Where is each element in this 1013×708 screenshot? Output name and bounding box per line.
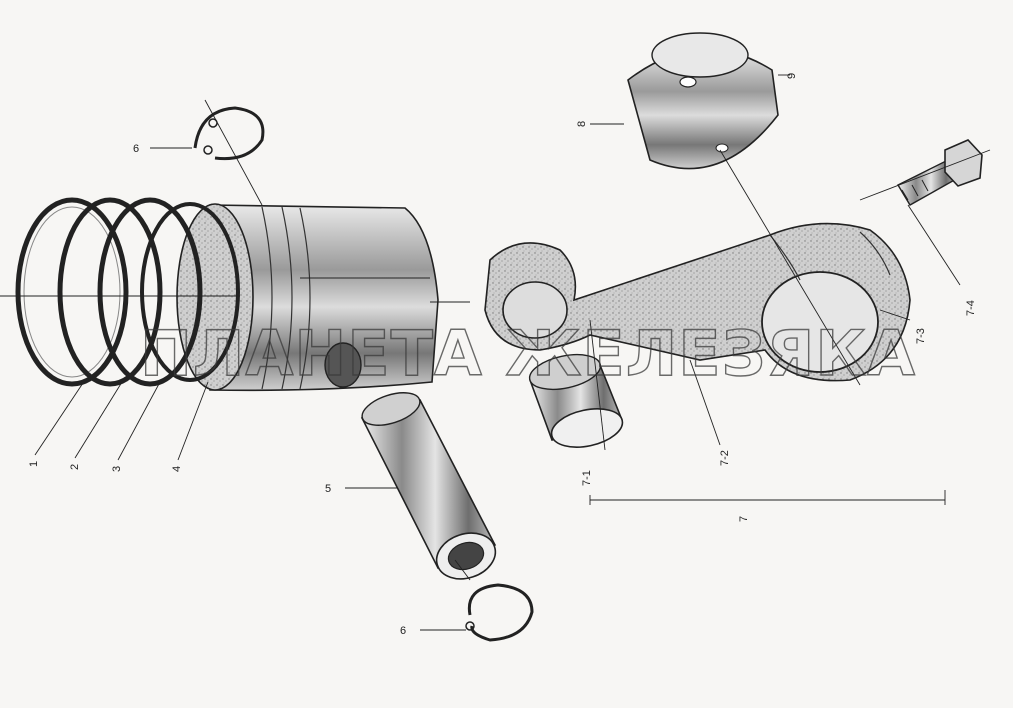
- circlip-bottom: [465, 585, 532, 640]
- rod-bushing: [526, 349, 625, 453]
- connecting-rod: [485, 224, 910, 381]
- ring-3: [100, 200, 200, 384]
- bearing-tab: [680, 77, 696, 87]
- callout-ring-2: 2: [69, 464, 81, 470]
- ring-1: [18, 200, 126, 384]
- ring-2: [60, 200, 160, 384]
- callout-bearing-tab: 9: [786, 73, 798, 79]
- big-end-bore: [762, 272, 878, 372]
- callout-rod-assembly: 7: [738, 516, 750, 522]
- piston-rings: [18, 200, 238, 384]
- callout-rod-body: 7-2: [719, 450, 731, 466]
- callout-ring-3: 3: [111, 466, 123, 472]
- callout-bearing-shell: 8: [576, 121, 588, 127]
- watermark: ПЛАНЕТА ЖЕЛЕЗЯКА: [140, 317, 916, 390]
- callout-labels: 1 2 3 4 5 6 6 7 7-1 7-2 7-3 7-4 8 9: [28, 73, 977, 637]
- leader-lines: [0, 74, 991, 631]
- small-end-bore: [503, 282, 567, 338]
- circlip-top: [195, 108, 263, 159]
- callout-ring-1: 1: [28, 461, 40, 467]
- piston-pin: [358, 386, 501, 586]
- callout-circlip-top: 6: [133, 143, 139, 155]
- callout-circlip-bottom: 6: [400, 625, 406, 637]
- ring-4: [142, 204, 238, 380]
- callout-rod-cap: 7-3: [915, 328, 927, 344]
- rod-bolt: [898, 140, 982, 205]
- callout-pin: 5: [325, 483, 331, 495]
- callout-rod-bolt: 7-4: [965, 300, 977, 316]
- callout-rod-bushing: 7-1: [581, 470, 593, 486]
- bearing-shell: [628, 33, 778, 169]
- callout-ring-4: 4: [171, 466, 183, 472]
